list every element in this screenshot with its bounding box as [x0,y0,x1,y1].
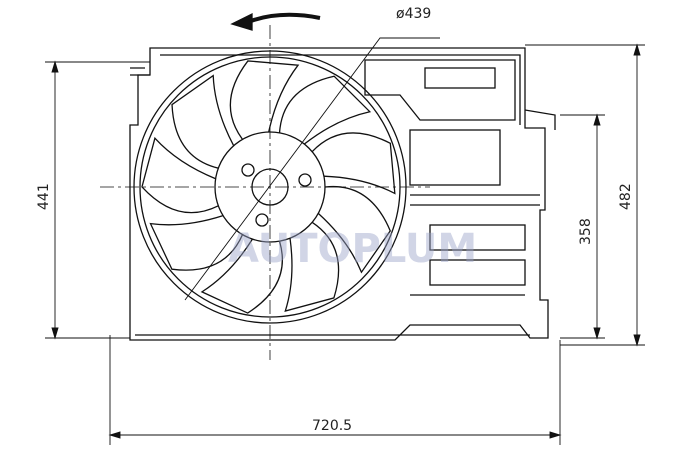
fan-blade [278,75,372,145]
rotation-arrow-icon [230,12,321,31]
centerlines [100,25,430,360]
height-left-label: 441 [36,183,52,210]
watermark-logo: AUTOPLUM [228,226,477,272]
fan-blade [171,74,235,169]
fan-diameter-label: ø439 [396,6,431,22]
fan-blade [141,136,219,214]
dimension-lines [45,37,645,445]
width-bottom-label: 720.5 [312,418,352,434]
height-right-label: 482 [618,183,634,210]
fan-blade [284,221,340,312]
fan-blade [317,185,391,274]
fan-blade [149,214,244,271]
fan-blade [200,238,283,314]
fan-blade [311,132,396,195]
fan-shroud [129,47,556,341]
height-inner-right-label: 358 [578,218,594,245]
fan-blade [229,60,300,140]
